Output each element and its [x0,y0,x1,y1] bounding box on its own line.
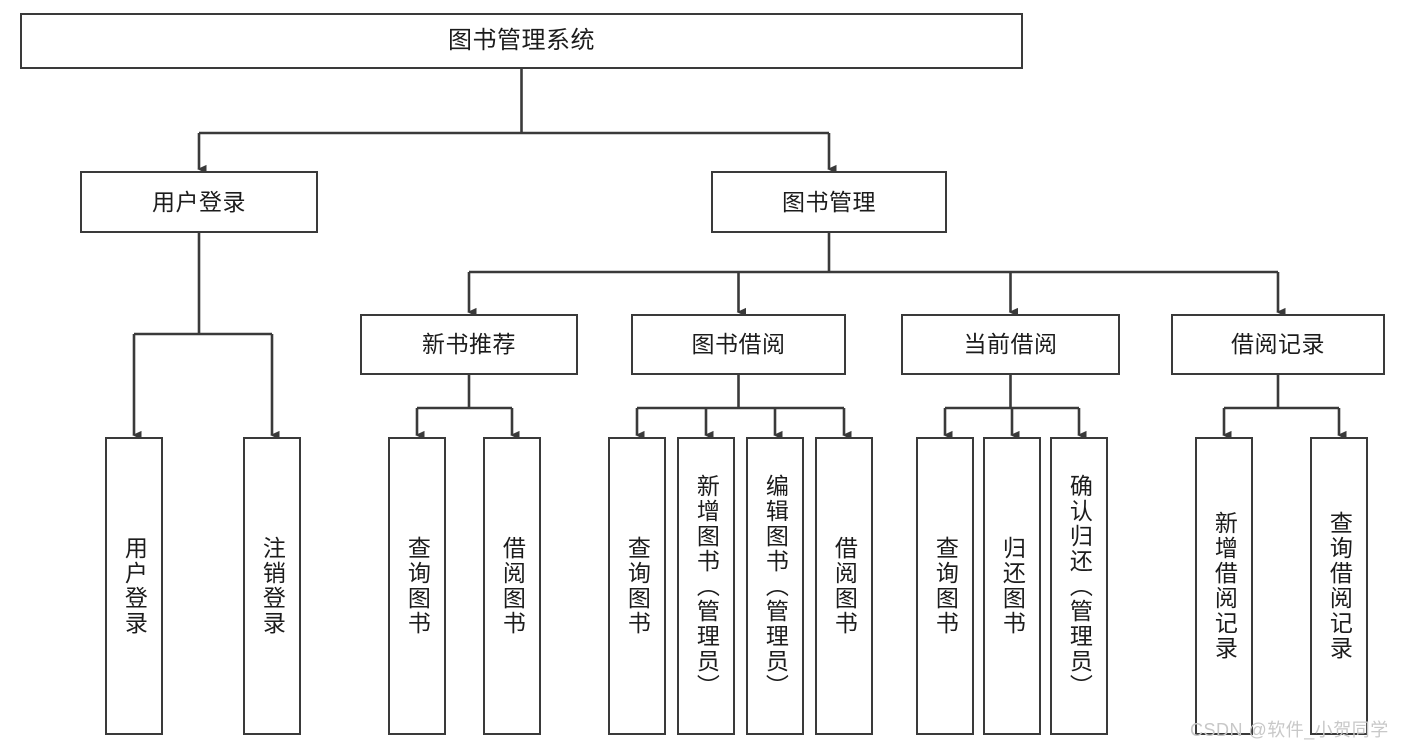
node-label: 确认归还（管理员） [1066,473,1093,699]
node-label: 借阅图书 [499,536,526,636]
node-newbooks[interactable]: 新书推荐 [360,314,578,375]
node-label: 查询图书 [932,536,959,636]
node-leaf-cur-1[interactable]: 查询图书 [916,437,974,735]
node-leaf-new-1[interactable]: 查询图书 [388,437,446,735]
node-root[interactable]: 图书管理系统 [20,13,1023,69]
node-label: 注销登录 [259,536,286,636]
node-label: 编辑图书（管理员） [762,473,789,699]
node-leaf-login-2[interactable]: 注销登录 [243,437,301,735]
node-label: 用户登录 [152,188,246,215]
node-borrow[interactable]: 图书借阅 [631,314,846,375]
node-bookmgmt[interactable]: 图书管理 [711,171,947,233]
node-label: 当前借阅 [963,331,1058,358]
node-label: 查询借阅记录 [1326,511,1353,661]
node-label: 图书管理系统 [448,27,595,55]
node-leaf-borrow-2[interactable]: 新增图书（管理员） [677,437,735,735]
node-label: 用户登录 [121,536,148,636]
node-label: 新增图书（管理员） [693,473,720,699]
node-leaf-rec-1[interactable]: 新增借阅记录 [1195,437,1253,735]
node-label: 新增借阅记录 [1211,511,1238,661]
node-leaf-login-1[interactable]: 用户登录 [105,437,163,735]
node-label: 查询图书 [624,536,651,636]
node-label: 新书推荐 [422,331,516,358]
node-leaf-new-2[interactable]: 借阅图书 [483,437,541,735]
node-leaf-cur-3[interactable]: 确认归还（管理员） [1050,437,1108,735]
node-records[interactable]: 借阅记录 [1171,314,1385,375]
csdn-watermark: CSDN @软件_小贺同学 [1190,720,1389,740]
node-leaf-rec-2[interactable]: 查询借阅记录 [1310,437,1368,735]
node-current[interactable]: 当前借阅 [901,314,1120,375]
node-leaf-borrow-1[interactable]: 查询图书 [608,437,666,735]
node-leaf-borrow-3[interactable]: 编辑图书（管理员） [746,437,804,735]
node-label: 查询图书 [404,536,431,636]
node-login[interactable]: 用户登录 [80,171,318,233]
node-label: 借阅记录 [1231,331,1325,358]
node-leaf-borrow-4[interactable]: 借阅图书 [815,437,873,735]
node-label: 图书管理 [782,188,876,215]
node-label: 图书借阅 [691,331,786,358]
node-leaf-cur-2[interactable]: 归还图书 [983,437,1041,735]
node-label: 借阅图书 [831,536,858,636]
edge-layer [132,69,1347,440]
node-label: 归还图书 [999,536,1026,636]
